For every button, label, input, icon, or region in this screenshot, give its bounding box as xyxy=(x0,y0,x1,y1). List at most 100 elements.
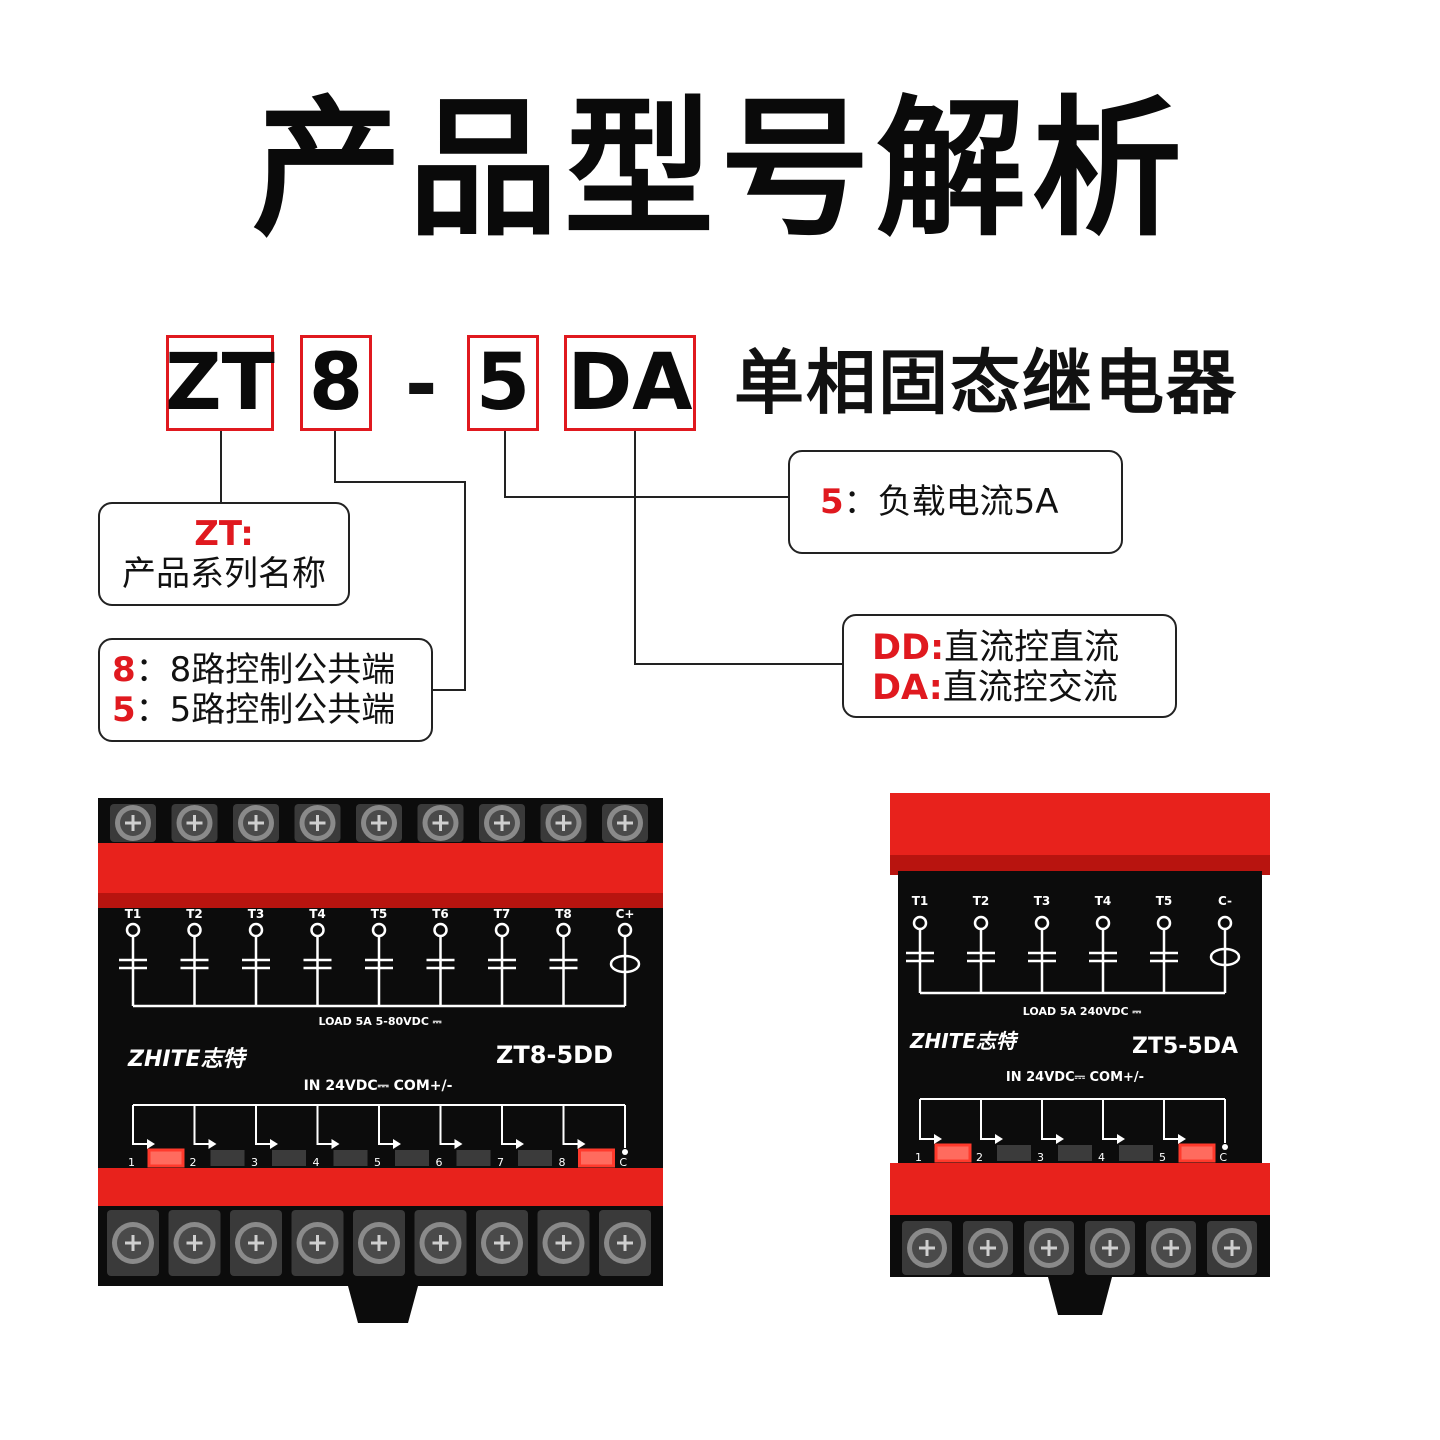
channel-number: 7 xyxy=(497,1156,504,1169)
model-label: ZT5-5DA xyxy=(1132,1034,1238,1059)
code-separator: - xyxy=(405,340,438,430)
terminal-screw xyxy=(902,1221,952,1275)
terminal-label: T4 xyxy=(309,907,326,921)
input-label: IN 24VDC⎓ COM+/- xyxy=(1006,1070,1144,1085)
led-indicator-on xyxy=(1178,1143,1216,1163)
common-symbol xyxy=(1209,947,1241,967)
terminal-screw xyxy=(356,804,402,842)
common-symbol xyxy=(609,954,641,974)
input-arrow xyxy=(1102,1099,1117,1140)
terminal-screw xyxy=(233,804,279,842)
led-indicator-on xyxy=(578,1148,615,1168)
model-label: ZT8-5DD xyxy=(496,1041,613,1069)
input-arrow xyxy=(316,1105,332,1145)
input-arrow xyxy=(193,1105,209,1145)
terminal-label: T1 xyxy=(125,907,142,921)
channel-number: 4 xyxy=(1098,1151,1105,1164)
terminal-screw xyxy=(963,1221,1013,1275)
callout-channels-row: 8：8路控制公共端 xyxy=(112,650,396,690)
led-indicator-off xyxy=(272,1150,306,1166)
terminal-screw xyxy=(291,1210,344,1276)
input-arrow xyxy=(1041,1099,1056,1140)
terminal-screw xyxy=(537,1210,590,1276)
led-indicator-off xyxy=(456,1150,491,1166)
terminal-screw xyxy=(476,1210,528,1276)
callout-current: 5：负载电流5A xyxy=(788,450,1123,554)
terminal-screw xyxy=(294,804,341,842)
product-name: 单相固态继电器 xyxy=(734,342,1238,424)
terminal-label: T3 xyxy=(1034,894,1051,908)
code-box-series: ZT xyxy=(165,335,275,431)
callout-control-row: DA:直流控交流 xyxy=(872,668,1118,708)
input-arrow xyxy=(378,1105,393,1145)
channel-number: 3 xyxy=(1037,1151,1044,1164)
input-arrow xyxy=(255,1105,270,1145)
terminal-screw xyxy=(110,804,156,842)
terminal-screw xyxy=(1146,1221,1196,1275)
led-indicator-off xyxy=(1058,1145,1092,1161)
channel-number: 2 xyxy=(190,1156,197,1169)
callout-channels-row: 5：5路控制公共端 xyxy=(112,690,396,730)
channel-number: C xyxy=(1219,1151,1227,1164)
terminal-screw xyxy=(1024,1221,1074,1275)
terminal-screw xyxy=(599,1210,651,1276)
channel-number: 2 xyxy=(976,1151,983,1164)
input-arrow xyxy=(919,1099,934,1140)
input-arrow xyxy=(562,1105,578,1145)
terminal-screw xyxy=(353,1210,405,1276)
terminal-screw xyxy=(230,1210,282,1276)
terminal-screw xyxy=(107,1210,159,1276)
led-indicator-off xyxy=(997,1145,1031,1161)
callout-series-text: 产品系列名称 xyxy=(122,554,326,594)
callout-control: DD:直流控直流 DA:直流控交流 xyxy=(842,614,1177,718)
led-indicator-on xyxy=(934,1143,972,1163)
terminal-screw xyxy=(1207,1221,1257,1275)
terminal-label: T6 xyxy=(432,907,449,921)
terminal-label: T7 xyxy=(494,907,511,921)
code-box-current: 5 xyxy=(467,335,539,431)
code-box-channels: 8 xyxy=(300,335,372,431)
page-title: 产品型号解析 xyxy=(251,83,1188,257)
terminal-screw xyxy=(1085,1221,1135,1275)
terminal-label: C+ xyxy=(616,907,635,921)
callout-control-row: DD:直流控直流 xyxy=(872,628,1120,668)
terminal-screw xyxy=(414,1210,467,1276)
led-indicator-off xyxy=(1119,1145,1153,1161)
callout-series-key: ZT: xyxy=(194,514,254,554)
callout-channels: 8：8路控制公共端 5：5路控制公共端 xyxy=(98,638,433,742)
brand-logo: ZHITE志特 xyxy=(909,1029,1019,1053)
terminal-label: T2 xyxy=(186,907,203,921)
terminal-label: T5 xyxy=(1156,894,1173,908)
relay-device-5ch: T1 T2 T3 T4 T5 C- LOAD 5A 240VDC ⎓ ZHITE志特 ZT… xyxy=(890,793,1270,1315)
channel-number: 8 xyxy=(559,1156,566,1169)
terminal-label: T8 xyxy=(555,907,572,921)
input-arrow xyxy=(980,1099,995,1140)
terminal-screw xyxy=(171,804,218,842)
channel-number: 3 xyxy=(251,1156,258,1169)
terminal-label: T4 xyxy=(1095,894,1112,908)
terminal-label: T5 xyxy=(371,907,388,921)
terminal-label: T1 xyxy=(912,894,929,908)
led-indicator-off xyxy=(395,1150,429,1166)
channel-number: C xyxy=(619,1156,627,1169)
terminal-label: T2 xyxy=(973,894,990,908)
led-indicator-on xyxy=(147,1148,185,1168)
terminal-screw xyxy=(540,804,587,842)
callout-series: ZT: 产品系列名称 xyxy=(98,502,350,606)
terminal-label: T3 xyxy=(248,907,265,921)
input-label: IN 24VDC⎓ COM+/- xyxy=(304,1078,453,1094)
channel-number: 4 xyxy=(313,1156,320,1169)
input-arrow xyxy=(501,1105,516,1145)
code-box-control: DA xyxy=(564,335,696,431)
led-indicator-off xyxy=(210,1150,245,1166)
input-arrow xyxy=(439,1105,455,1145)
terminal-label: C- xyxy=(1218,894,1232,908)
load-label: LOAD 5A 5-80VDC ⎓ xyxy=(319,1015,442,1028)
load-label: LOAD 5A 240VDC ⎓ xyxy=(1023,1005,1142,1018)
input-arrow xyxy=(132,1105,147,1145)
terminal-screw xyxy=(417,804,464,842)
connector-lines xyxy=(220,431,842,691)
input-arrow xyxy=(1163,1099,1178,1140)
terminal-screw xyxy=(479,804,525,842)
